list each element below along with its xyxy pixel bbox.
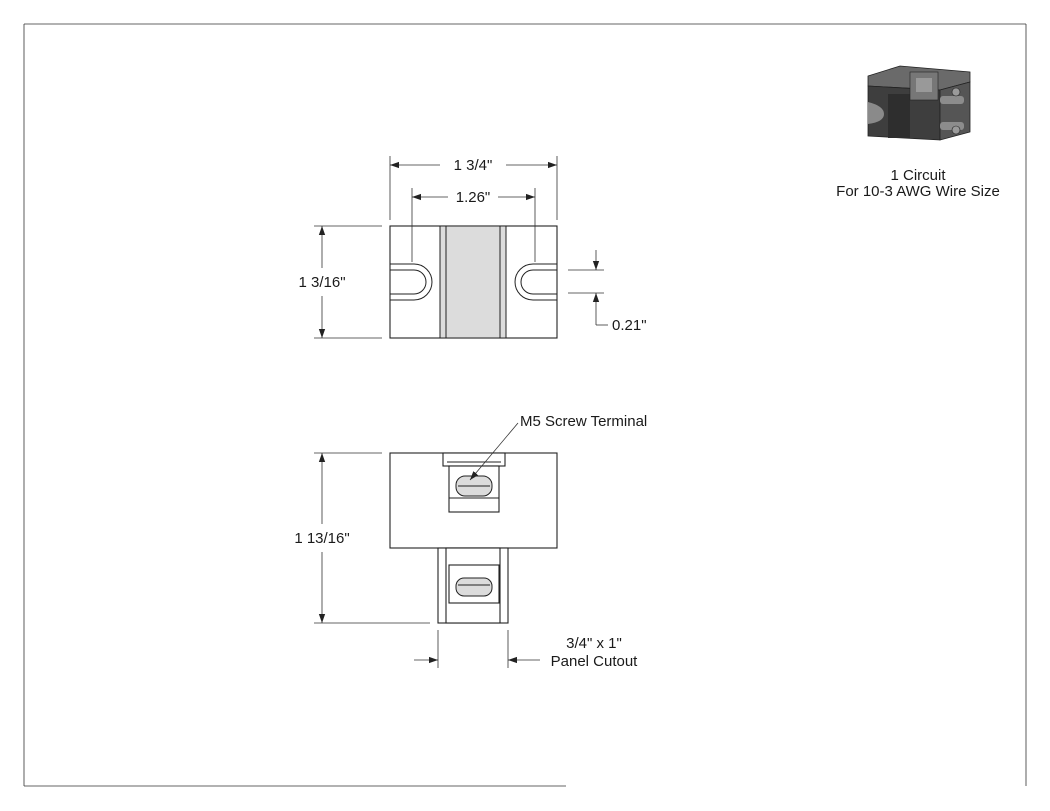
side-height-label: 1 13/16": [294, 530, 349, 547]
screw-terminal-label: M5 Screw Terminal: [520, 413, 647, 430]
cutout-caption-label: Panel Cutout: [551, 653, 639, 670]
inner-width-label: 1.26": [456, 189, 491, 206]
top-height-dimension: [314, 225, 382, 339]
terminal-block-iso-image: [867, 65, 971, 141]
side-view-body: [389, 452, 558, 624]
slot-width-dimension: [568, 250, 608, 326]
cutout-size-label: 3/4" x 1": [566, 635, 622, 652]
slot-width-label: 0.21": [612, 317, 647, 334]
panel-cutout-dimension: [414, 630, 540, 668]
inner-width-dimension: [411, 188, 536, 262]
top-view-body: [389, 225, 558, 339]
top-height-label: 1 3/16": [298, 274, 345, 291]
terminal-callout-leader: [469, 422, 519, 481]
wire-size-caption: For 10-3 AWG Wire Size: [836, 183, 1000, 200]
overall-width-label: 1 3/4": [454, 157, 493, 174]
side-height-dimension: [314, 452, 430, 624]
sheet-border: [23, 23, 1027, 787]
overall-width-dimension: [389, 156, 558, 220]
circuit-caption: 1 Circuit: [890, 167, 946, 184]
